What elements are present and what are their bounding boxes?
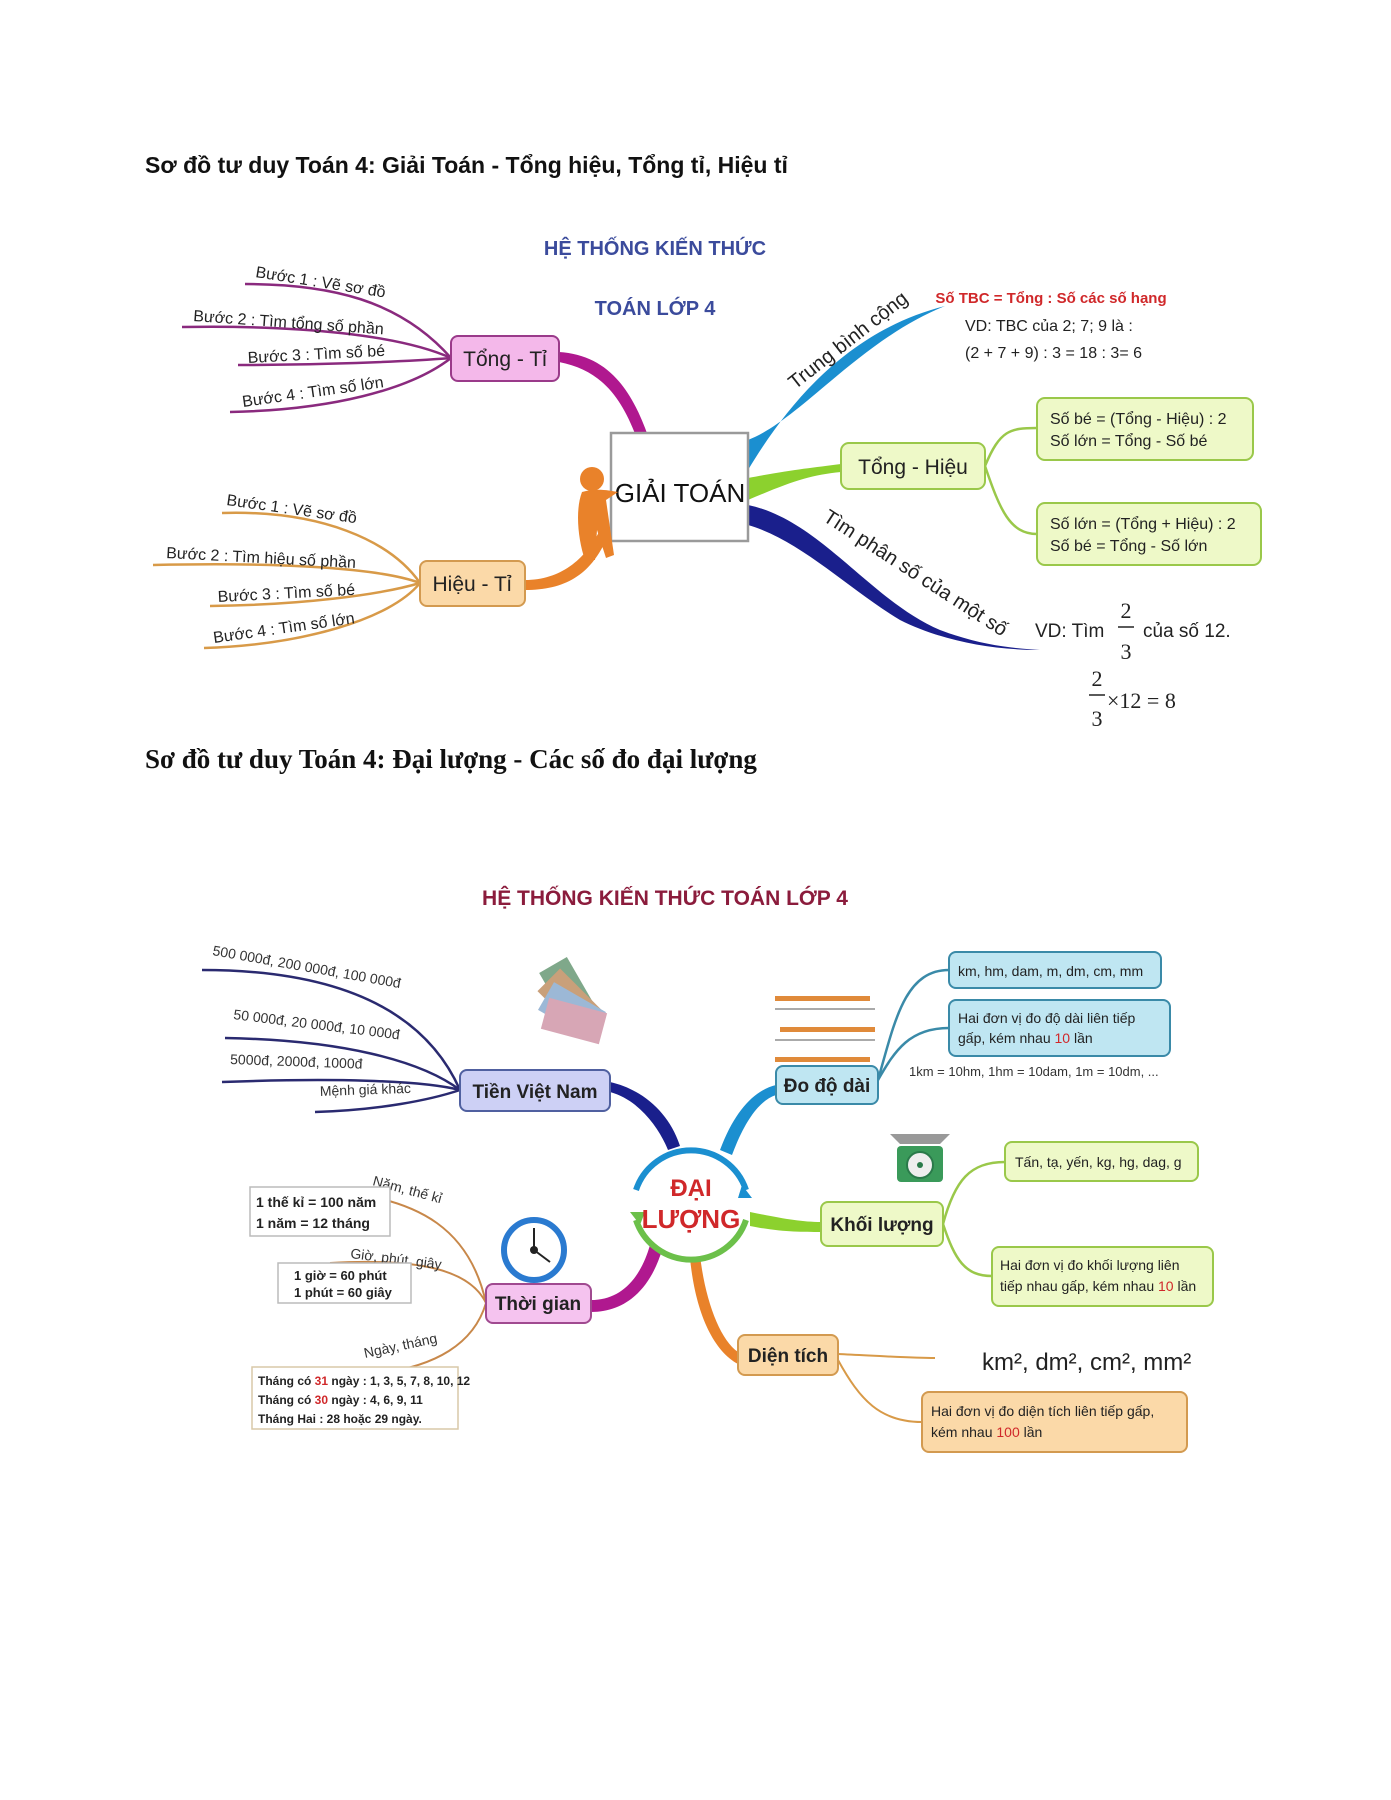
giai-toan-label: GIẢI TOÁN [615,478,746,508]
giai-toan-center-node[interactable] [609,431,750,543]
thoi-gian-label: Thời gian [495,1294,581,1315]
clock-icon [501,1217,567,1283]
thoi-gian-box-1-line-1: 1 thế kỉ = 100 năm [256,1194,376,1210]
fraction-numerator: 2 [1121,598,1132,623]
do-dai-rule-box [948,999,1171,1057]
phan-so-branch [748,505,1040,650]
money-icon [537,957,608,1045]
map1-title-line1: HỆ THỐNG KIẾN THỨC [544,236,766,260]
thoi-gian-node[interactable] [485,1283,592,1324]
thoi-gian-branch-3: Ngày, tháng [362,1330,438,1361]
tong-hieu-box-2 [1036,502,1262,566]
thoi-gian-box-3-line-3: Tháng Hai : 28 hoặc 29 ngày. [258,1412,422,1426]
tong-ti-step-lines [181,282,452,414]
tong-hieu-box-1-line-2: Số lớn = Tổng - Số bé [1050,432,1208,450]
hieu-ti-step-2: Bước 2 : Tìm hiệu số phần [166,545,357,572]
thoi-gian-box-2-line-2: 1 phút = 60 giây [294,1285,393,1300]
do-do-dai-node[interactable] [775,1065,879,1105]
thoi-gian-box-3-line-2: Tháng có 30 ngày : 4, 6, 9, 11 [258,1393,423,1407]
dien-tich-node[interactable] [737,1334,839,1376]
arrow-icon [630,1212,645,1225]
dai-luong-line-1: ĐẠI [670,1175,711,1202]
do-dai-units: km, hm, dam, m, dm, cm, mm [958,963,1143,979]
thoi-gian-box-1 [249,1186,391,1237]
dien-tich-rule-box [921,1391,1188,1453]
khoi-luong-rule-line-2: tiếp nhau gấp, kém nhau 10 lần [1000,1278,1196,1294]
tong-hieu-box-2-line-2: Số bé = Tổng - Số lớn [1050,537,1207,555]
tong-hieu-node[interactable] [840,442,986,490]
mindmap-giai-toan: HỆ THỐNG KIẾN THỨC TOÁN LỚP 4 Bước 1 : V… [152,236,1262,731]
khoi-luong-rule-line-1: Hai đơn vị đo khối lượng liên [1000,1257,1180,1273]
tbc-example-1: VD: TBC của 2; 7; 9 là : [965,318,1133,335]
thoi-gian-box-3-line-1: Tháng có 31 ngày : 1, 3, 5, 7, 8, 10, 12 [258,1374,470,1388]
hieu-ti-step-1: Bước 1 : Vẽ sơ đồ [225,492,357,527]
tong-hieu-box-2-line-1: Số lớn = (Tổng + Hiệu) : 2 [1050,515,1236,533]
map2-title: HỆ THỐNG KIẾN THỨC TOÁN LỚP 4 [482,886,848,910]
tong-ti-step-1: Bước 1 : Vẽ sơ đồ [254,264,386,301]
tong-hieu-label: Tổng - Hiệu [858,456,968,479]
map1-title-line2: TOÁN LỚP 4 [595,296,717,320]
heading-giai-toan: Sơ đồ tư duy Toán 4: Giải Toán - Tổng hi… [145,152,788,178]
trung-binh-cong-label: Trung bình cộng [785,287,913,394]
thoi-gian-box-1-line-2: 1 năm = 12 tháng [256,1215,370,1231]
result-denominator: 3 [1092,706,1103,731]
tong-hieu-connector [748,464,841,500]
dien-tich-rule-line-1: Hai đơn vị đo diện tích liên tiếp gấp, [931,1403,1154,1419]
tbc-example-2: (2 + 7 + 9) : 3 = 18 : 3= 6 [965,345,1142,362]
khoi-luong-units: Tấn, tạ, yến, kg, hg, dag, g [1015,1154,1182,1170]
dien-tich-units: km², dm², cm², mm² [982,1349,1191,1376]
thoi-gian-box-3 [251,1366,459,1430]
tien-item-3: 5000đ, 2000đ, 1000đ [230,1051,363,1072]
thoi-gian-box-2 [277,1262,412,1304]
khoi-luong-label: Khối lượng [830,1215,933,1236]
hieu-ti-step-3: Bước 3 : Tìm số bé [217,582,355,606]
tbc-formula: Số TBC = Tổng : Số các số hạng [935,290,1166,307]
arrow-icon [738,1185,752,1198]
tong-hieu-box-1-line-1: Số bé = (Tổng - Hiệu) : 2 [1050,410,1227,428]
tien-viet-nam-node[interactable] [459,1069,611,1112]
tong-ti-connector [559,352,648,436]
dai-luong-center-node[interactable]: ĐẠI LƯỢNG [630,1146,752,1263]
ruler-icon [775,996,875,1062]
tong-ti-step-2: Bước 2 : Tìm tổng số phần [193,307,385,338]
dien-tich-label: Diện tích [748,1346,828,1367]
do-dai-example: 1km = 10hm, 1hm = 10dam, 1m = 10dm, ... [909,1064,1159,1079]
tong-ti-node[interactable] [450,335,560,382]
do-dai-rule-line-1: Hai đơn vị đo độ dài liên tiếp [958,1010,1136,1026]
do-dai-units-box [948,951,1162,989]
phan-so-result: ×12 = 8 [1107,688,1176,713]
do-do-dai-label: Đo độ dài [784,1076,871,1097]
tien-lines [201,968,462,1114]
dai-luong-line-2: LƯỢNG [642,1204,741,1234]
khoi-luong-units-box [1004,1141,1199,1182]
phan-so-example-prefix: VD: Tìm [1035,621,1104,642]
thoi-gian-box-2-line-1: 1 giờ = 60 phút [294,1268,387,1283]
hieu-ti-node[interactable] [419,560,526,607]
dien-tich-rule-line-2: kém nhau 100 lần [931,1424,1042,1440]
do-dai-rule-line-2: gấp, kém nhau 10 lần [958,1030,1093,1046]
tong-ti-label: Tổng - Tỉ [463,348,547,371]
tien-item-4: Mệnh giá khác [320,1080,412,1099]
mindmap-dai-luong: HỆ THỐNG KIẾN THỨC TOÁN LỚP 4 500 000đ, … [201,886,1214,1453]
heading-dai-luong: Sơ đồ tư duy Toán 4: Đại lượng - Các số … [145,744,757,774]
fraction-denominator: 3 [1121,639,1132,664]
khoi-luong-rule-box [991,1246,1214,1307]
tien-viet-nam-label: Tiền Việt Nam [473,1082,598,1103]
tien-item-1: 500 000đ, 200 000đ, 100 000đ [211,942,402,991]
scale-icon [890,1134,950,1182]
result-numerator: 2 [1092,666,1103,691]
hieu-ti-label: Hiệu - Tỉ [433,573,512,596]
hieu-ti-step-lines [152,511,422,650]
khoi-luong-node[interactable] [820,1201,944,1247]
person-figure-icon [578,467,618,560]
phan-so-example-suffix: của số 12. [1143,621,1231,642]
tien-item-2: 50 000đ, 20 000đ, 10 000đ [233,1006,401,1042]
tong-hieu-box-1 [1036,397,1254,461]
